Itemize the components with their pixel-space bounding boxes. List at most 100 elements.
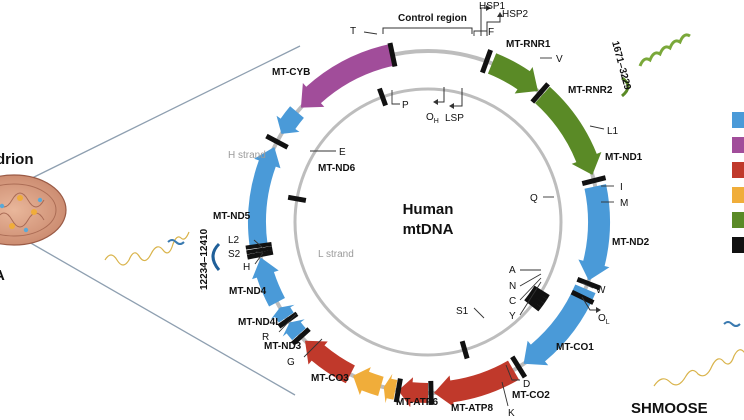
gene-label-mt-nd4l: MT-ND4L [238,317,281,328]
gene-arc-mt-nd4l [270,304,295,323]
rnr2-peptide-bracket [620,76,630,98]
trna-block-l1 [581,175,607,186]
trna-block-g [291,327,311,346]
hsp2-promoter [486,12,503,36]
mitochondrion-illustration [0,174,67,246]
gene-label-mt-nd3: MT-ND3 [264,341,302,352]
gene-label-mt-atp8: MT-ATP8 [451,403,493,414]
gene-arc-mt-nd2 [523,284,596,366]
gene-label-mt-cyb: MT-CYB [272,67,310,78]
trna-block-f [480,49,493,74]
gene-arc-mt-nd4 [252,257,285,307]
panel-letter: A [0,267,5,284]
gene-arc-mt-co3 [304,340,355,384]
trna-f-label: F [488,27,494,38]
center-label-line1: Human [403,201,454,218]
nd5-peptide-bracket [211,242,221,271]
gene-label-mt-atp6: MT-ATP6 [396,397,438,408]
gene-arc-mt-rnr1 [487,53,538,94]
legend [732,112,744,253]
gene-label-mt-nd1: MT-ND1 [605,152,643,163]
trna-v-label: V [556,54,563,65]
trna-m-label: M [620,198,628,209]
l-strand-label: L strand [318,249,354,260]
trna-block-k [393,378,403,403]
trna-s2-label: S2 [228,249,241,260]
gene-label-mt-nd6: MT-ND6 [318,163,356,174]
mitochondrion-title: drion [0,151,34,168]
gene-arc-mt-co2 [398,377,428,408]
gene-label-mt-nd2: MT-ND2 [612,237,650,248]
gene-label-mt-rnr1: MT-RNR1 [506,39,551,50]
gene-arc-mt-nd6 [276,106,304,134]
gene-label-mt-nd5: MT-ND5 [213,211,251,222]
zoom-line-bottom [21,237,296,396]
trna-h-label: H [243,262,250,273]
zoom-line-top [21,45,301,184]
trna-block-h [246,249,274,260]
gene-label-mt-co3: MT-CO3 [311,373,349,384]
trna-block-s2 [246,246,273,255]
control-region-label: Control region [398,13,467,24]
trna-block-w [510,355,528,379]
control-region-bracket [382,27,473,34]
legend-swatch [732,162,744,178]
trna-block-i [576,277,601,291]
trna-block-v [530,82,550,104]
trna-y-label: Y [509,311,516,322]
trna-leaders [253,30,614,407]
nd5-peptide-helix-icon [104,231,190,266]
trna-w-label: W [596,285,606,296]
trna-block-d [428,380,434,406]
gene-arc-mt-atp8 [383,373,398,404]
shmoose-label: SHMOOSE [631,400,708,417]
trna-block-y [524,296,542,312]
trna-block-q [287,194,307,203]
trna-r-label: R [262,332,269,343]
trna-p-label: P [402,100,409,111]
inner-strand-circle [293,87,563,357]
lsp-promoter [449,88,463,109]
trna-block-r [277,311,299,329]
trna-block-e [265,133,289,150]
oh-origin [433,87,445,105]
nd5-peptide-range: 12234–12410 [199,228,210,290]
gene-arc-mt-rnr2 [535,86,602,175]
legend-swatch [732,212,744,228]
oh-label: OH [426,112,439,125]
trna-t-label: T [350,26,356,37]
trna-c-label: C [509,296,516,307]
gene-label-mt-rnr2: MT-RNR2 [568,85,613,96]
legend-swatch [732,187,744,203]
lsp-label: LSP [445,113,464,124]
trna-d-label: D [523,379,530,390]
ol-label: OL [598,313,610,326]
gene-arc-mt-nd1 [578,184,610,281]
gene-label-mt-co1: MT-CO1 [556,342,594,353]
center-label-line2: mtDNA [403,221,454,238]
rnr2-peptide-range: 1671–3229 [609,40,633,92]
trna-l2-label: L2 [228,235,240,246]
gene-arc-mt-cyb [300,43,395,108]
trna-i-label: I [620,182,623,193]
trna-block-t [387,42,398,67]
shmoose-peptide-icon [653,321,744,387]
legend-swatch [732,237,744,253]
hsp1-label: HSP1 [479,1,506,12]
hsp1-promoter [480,5,491,36]
hsp2-label: HSP2 [502,9,529,20]
trna-block-l2 [245,242,272,250]
trna-s1-label: S1 [456,306,469,317]
gene-arc-mt-nd3 [282,319,306,341]
trna-block-s1 [459,340,470,360]
legend-swatch [732,137,744,153]
gene-label-mt-nd4: MT-ND4 [229,286,267,297]
trna-e-label: E [339,147,346,158]
gene-arcs [248,43,610,408]
gene-label-mt-co2: MT-CO2 [512,390,550,401]
trna-n-label: N [509,281,516,292]
trna-a-label: A [509,265,516,276]
trna-block-c [526,292,545,308]
